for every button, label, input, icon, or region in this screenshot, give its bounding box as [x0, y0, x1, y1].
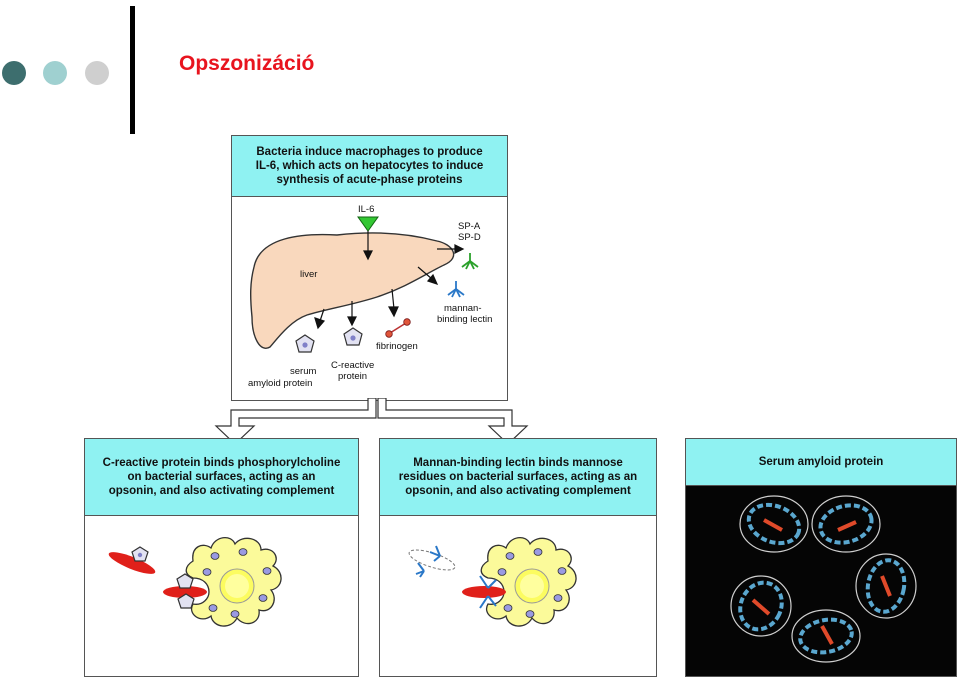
mbl-label-1: mannan-: [444, 303, 482, 314]
saa-structure-illustration: [730, 495, 917, 663]
crp-pentagon-icon: [343, 327, 363, 346]
heading-line: Bacteria induce macrophages to produce: [256, 146, 483, 158]
dashed-bacterium-icon: [408, 549, 456, 571]
slide-title: Opszonizáció: [179, 52, 315, 75]
saa-subunit-icon: [739, 495, 809, 553]
decor-dot-dark: [2, 61, 26, 85]
fibrinogen-icon: [385, 318, 411, 338]
acute-phase-panel: Bacteria induce macrophages to produce I…: [231, 135, 508, 401]
mbl-icon: [447, 281, 465, 298]
saa-subunit-icon: [855, 553, 917, 619]
acute-phase-heading: Bacteria induce macrophages to produce I…: [232, 136, 507, 197]
heading-line: C-reactive protein binds phosphorylcholi…: [102, 457, 341, 469]
saa-panel: Serum amyloid protein: [685, 438, 957, 677]
saa-label-2: amyloid protein: [248, 378, 313, 389]
saa-pentagon-icon: [295, 334, 315, 353]
heading-line: opsonin, and also activating complement: [108, 485, 335, 497]
bacterium-icon: [108, 552, 156, 574]
il6-triangle-icon: [357, 216, 379, 232]
saa-label-1: serum: [290, 366, 317, 377]
saa-heading: Serum amyloid protein: [686, 439, 956, 486]
liver-shape: [249, 232, 455, 349]
title-divider: [130, 6, 135, 134]
crp-label-1: C-reactive: [331, 360, 375, 371]
crp-label-2: protein: [338, 371, 368, 382]
spa-label: SP-A: [458, 221, 481, 232]
heading-line: IL-6, which acts on hepatocytes to induc…: [255, 160, 484, 172]
saa-subunit-icon: [811, 495, 881, 553]
crp-opsonin-heading: C-reactive protein binds phosphorylcholi…: [85, 439, 358, 516]
il6-label: IL-6: [358, 204, 375, 215]
heading-line: Serum amyloid protein: [758, 456, 884, 468]
bound-bacterium-icon: [163, 586, 207, 598]
crp-opsonin-panel: C-reactive protein binds phosphorylcholi…: [84, 438, 359, 677]
mbl-icon: [415, 545, 441, 578]
saa-subunit-icon: [730, 575, 792, 637]
liver-diagram: [249, 216, 479, 353]
heading-line: residues on bacterial surfaces, acting a…: [398, 471, 638, 483]
heading-line: on bacterial surfaces, acting as an: [127, 471, 316, 483]
decor-dot-grey: [85, 61, 109, 85]
mbl-opsonin-heading: Mannan-binding lectin binds mannose resi…: [380, 439, 656, 516]
crp-opsonization-illustration: [108, 537, 282, 627]
heading-line: opsonin, and also activating complement: [405, 485, 631, 497]
mbl-opsonization-illustration: [408, 537, 577, 627]
fibrinogen-label: fibrinogen: [376, 341, 418, 352]
heading-line: synthesis of acute-phase proteins: [276, 174, 463, 186]
mbl-opsonin-panel: Mannan-binding lectin binds mannose resi…: [379, 438, 657, 677]
saa-subunit-icon: [791, 609, 861, 663]
sp-collectin-icon: [461, 253, 479, 270]
bound-bacterium-icon: [462, 586, 506, 598]
spd-label: SP-D: [458, 232, 481, 243]
decor-dot-light: [43, 61, 67, 85]
mbl-label-2: binding lectin: [437, 314, 493, 325]
heading-line: Mannan-binding lectin binds mannose: [413, 457, 623, 469]
liver-label: liver: [300, 269, 318, 280]
